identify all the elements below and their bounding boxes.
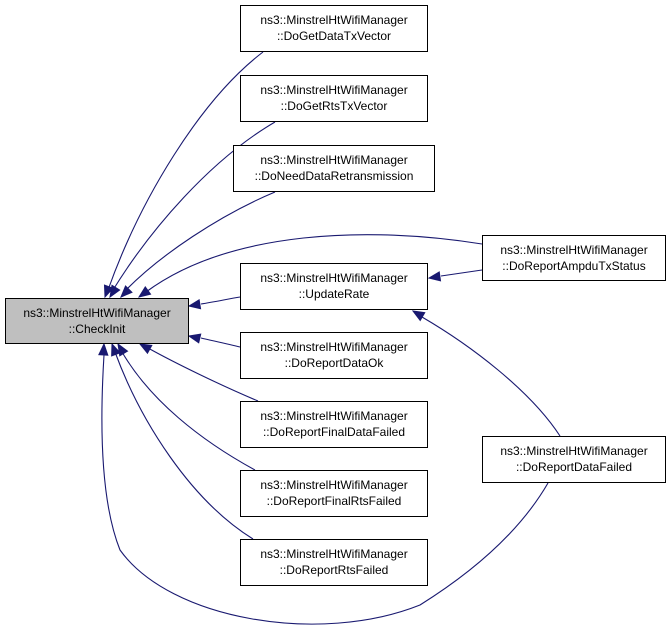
node-dogetdatatxvector[interactable]: ns3::MinstrelHtWifiManager ::DoGetDataTx…: [240, 5, 428, 52]
node-doreportampdutxstatus-line2: ::DoReportAmpduTxStatus: [502, 259, 646, 273]
node-doneeddataretransmission-line1: ns3::MinstrelHtWifiManager: [260, 153, 408, 167]
arrowhead-icon: [117, 342, 129, 357]
arrowhead-icon: [120, 285, 133, 298]
arrowhead-icon: [187, 333, 202, 344]
node-doreportdataok-line2: ::DoReportDataOk: [284, 356, 384, 370]
edge-dogetdatatxvector-to-checkinit: [103, 51, 264, 299]
node-updaterate-line1: ns3::MinstrelHtWifiManager: [260, 271, 408, 285]
edge-line: [147, 347, 259, 402]
node-updaterate[interactable]: ns3::MinstrelHtWifiManager ::UpdateRate: [240, 263, 428, 310]
node-doreportdataok-line1: ns3::MinstrelHtWifiManager: [260, 340, 408, 354]
edge-doreportfinaldatafailed-to-checkinit: [138, 343, 259, 402]
node-doreportfinaldatafailed-line1: ns3::MinstrelHtWifiManager: [260, 409, 408, 423]
edge-line: [121, 351, 256, 471]
edge-line: [112, 121, 276, 291]
arrowhead-icon: [427, 271, 442, 282]
node-doreportdatafailed-line2: ::DoReportDataFailed: [515, 460, 633, 474]
node-dogetdatatxvector-line2: ::DoGetDataTxVector: [276, 29, 392, 43]
arrowhead-icon: [111, 342, 121, 357]
node-checkinit: ns3::MinstrelHtWifiManager ::CheckInit: [5, 298, 189, 344]
edge-line: [101, 354, 549, 625]
edge-line: [124, 191, 276, 292]
edge-line: [200, 337, 241, 348]
node-doreportdataok[interactable]: ns3::MinstrelHtWifiManager ::DoReportDat…: [240, 332, 428, 379]
node-doreportdatafailed-line1: ns3::MinstrelHtWifiManager: [500, 444, 648, 458]
edge-dogetrtstxvector-to-checkinit: [109, 121, 276, 299]
edge-line: [114, 351, 254, 540]
edge-line: [107, 51, 264, 291]
edge-line: [200, 296, 241, 305]
node-doreportampdutxstatus-line1: ns3::MinstrelHtWifiManager: [500, 243, 648, 257]
node-dogetrtstxvector-line2: ::DoGetRtsTxVector: [280, 99, 388, 113]
node-doreportfinaldatafailed-line2: ::DoReportFinalDataFailed: [262, 425, 406, 439]
node-doreportfinalrtsfailed-line2: ::DoReportFinalRtsFailed: [266, 494, 402, 508]
arrowhead-icon: [187, 299, 202, 310]
node-doreportrtsfailed-line2: ::DoReportRtsFailed: [279, 563, 389, 577]
node-doreportrtsfailed-line1: ns3::MinstrelHtWifiManager: [260, 547, 408, 561]
node-updaterate-line2: ::UpdateRate: [298, 287, 370, 301]
arrowhead-icon: [411, 310, 426, 322]
node-dogetrtstxvector-line1: ns3::MinstrelHtWifiManager: [260, 83, 408, 97]
node-checkinit-line2: ::CheckInit: [68, 322, 126, 336]
node-doreportdatafailed[interactable]: ns3::MinstrelHtWifiManager ::DoReportDat…: [482, 436, 666, 483]
edge-doreportfinalrtsfailed-to-checkinit: [117, 342, 256, 471]
node-dogetrtstxvector[interactable]: ns3::MinstrelHtWifiManager ::DoGetRtsTxV…: [240, 75, 428, 122]
node-doreportampdutxstatus[interactable]: ns3::MinstrelHtWifiManager ::DoReportAmp…: [482, 235, 666, 281]
edge-doreportrtsfailed-to-checkinit: [111, 342, 254, 540]
edge-doneeddataretransmission-to-checkinit: [120, 191, 276, 298]
arrowhead-icon: [138, 343, 153, 355]
edge-doreportampdutxstatus-to-checkinit: [137, 234, 483, 298]
edge-line: [421, 316, 561, 437]
edge-doreportampdutxstatus-to-updaterate: [427, 269, 483, 282]
edge-doreportdatafailed-to-updaterate: [411, 310, 561, 437]
node-doreportrtsfailed[interactable]: ns3::MinstrelHtWifiManager ::DoReportRts…: [240, 539, 428, 586]
node-checkinit-line1: ns3::MinstrelHtWifiManager: [23, 306, 171, 320]
edge-updaterate-to-checkinit: [187, 296, 241, 310]
node-doneeddataretransmission-line2: ::DoNeedDataRetransmission: [254, 169, 414, 183]
arrowhead-icon: [137, 286, 152, 298]
arrowhead-icon: [109, 284, 121, 299]
node-doreportfinaldatafailed[interactable]: ns3::MinstrelHtWifiManager ::DoReportFin…: [240, 401, 428, 448]
node-dogetdatatxvector-line1: ns3::MinstrelHtWifiManager: [260, 13, 408, 27]
edge-doreportdatafailed-to-checkinit: [98, 342, 549, 625]
arrowhead-icon: [103, 284, 114, 299]
edge-line: [145, 234, 483, 293]
edge-doreportdataok-to-checkinit: [187, 333, 241, 348]
edge-line: [440, 269, 483, 277]
node-doneeddataretransmission[interactable]: ns3::MinstrelHtWifiManager ::DoNeedDataR…: [233, 145, 435, 192]
node-doreportfinalrtsfailed-line1: ns3::MinstrelHtWifiManager: [260, 478, 408, 492]
arrowhead-icon: [98, 342, 109, 356]
node-doreportfinalrtsfailed[interactable]: ns3::MinstrelHtWifiManager ::DoReportFin…: [240, 470, 428, 517]
